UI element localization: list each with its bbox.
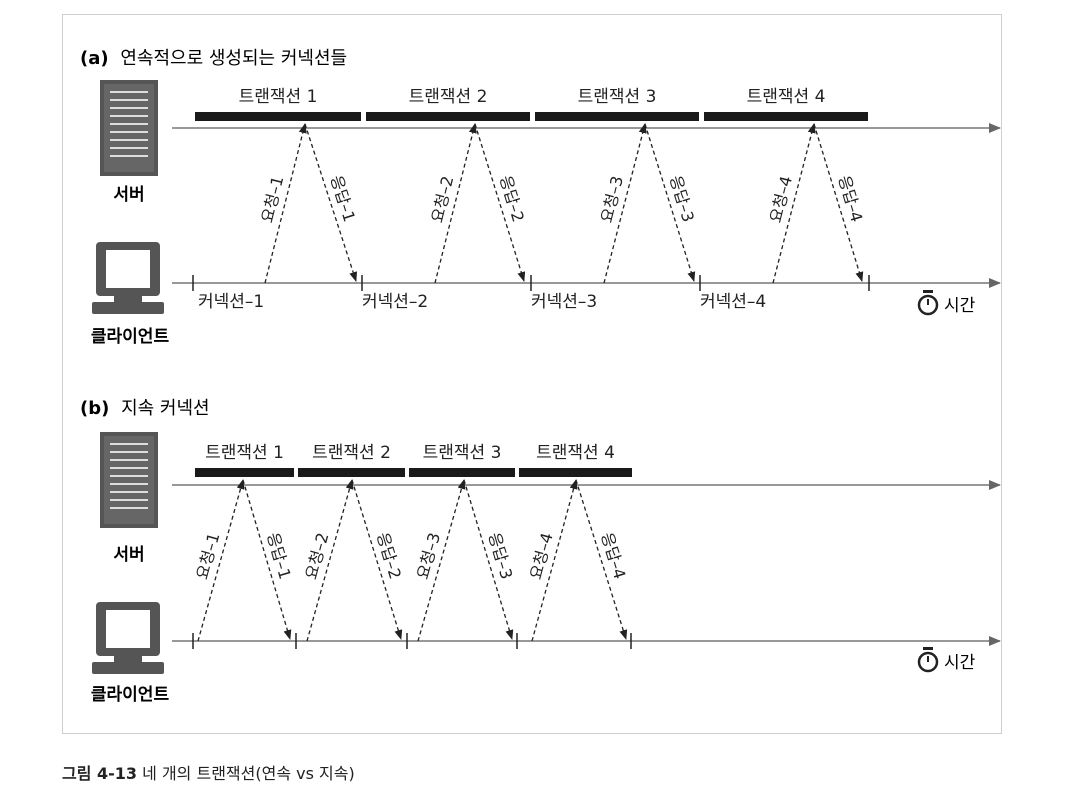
client-label-a: 클라이언트 — [91, 327, 170, 347]
request-arrow — [434, 123, 477, 284]
request-label: 요청–4 — [526, 531, 557, 582]
svg-text:(a) 연속적으로 생성되는 커넥션들: (a) 연속적으로 생성되는 커넥션들 — [80, 48, 347, 69]
response-label: 응답–4 — [835, 173, 867, 224]
client-icon — [92, 602, 164, 674]
transaction-label: 트랜잭션 1 — [239, 87, 318, 107]
response-label: 응답–2 — [373, 530, 405, 581]
request-label: 요청–2 — [301, 531, 332, 582]
part-a-title-prefix: (a) — [80, 48, 109, 69]
transaction-label: 트랜잭션 2 — [409, 87, 488, 107]
request-label: 요청–2 — [427, 174, 457, 225]
transaction-bar — [195, 112, 361, 121]
request-arrow — [603, 123, 647, 284]
caption-label: 그림 4-13 — [62, 764, 138, 783]
transaction-bar — [195, 468, 294, 477]
response-label: 응답–4 — [597, 530, 629, 581]
figure-frame — [62, 14, 1002, 734]
request-label: 요청–1 — [257, 174, 287, 225]
time-label-b: 시간 — [944, 653, 976, 673]
part-b: (b) 지속 커넥션 서버 클라이언트 — [80, 398, 1001, 705]
response-arrow — [813, 123, 864, 282]
server-label-b: 서버 — [113, 545, 144, 565]
request-arrow — [772, 123, 816, 284]
transaction-bar — [519, 468, 632, 477]
request-label: 요청–3 — [413, 530, 444, 581]
response-label: 응답–1 — [327, 173, 359, 224]
transaction-bar — [409, 468, 515, 477]
transaction-label: 트랜잭션 4 — [536, 443, 615, 463]
response-label: 응답–3 — [485, 530, 517, 581]
connection-label: 커넥션–2 — [362, 292, 428, 312]
response-label: 응답–2 — [496, 173, 528, 224]
connection-label: 커넥션–3 — [531, 292, 597, 312]
part-a-title: 연속적으로 생성되는 커넥션들 — [120, 48, 347, 69]
part-b-title-prefix: (b) — [80, 398, 109, 419]
client-label-b: 클라이언트 — [91, 685, 170, 705]
part-a: (a) 연속적으로 생성되는 커넥션들 서버 클라이언트 — [80, 48, 1001, 347]
transaction-label: 트랜잭션 1 — [205, 443, 284, 463]
part-b-title: 지속 커넥션 — [121, 398, 210, 419]
caption-text: 네 개의 트랜잭션(연속 vs 지속) — [142, 764, 355, 783]
transaction-bar — [298, 468, 405, 477]
request-label: 요청–3 — [597, 174, 627, 225]
transaction-label: 트랜잭션 3 — [578, 87, 657, 107]
svg-text:(b) 지속 커넥션: (b) 지속 커넥션 — [80, 398, 210, 419]
transaction-label: 트랜잭션 4 — [747, 87, 826, 107]
server-icon — [100, 80, 158, 176]
time-label-a: 시간 — [944, 296, 976, 316]
transaction-label: 트랜잭션 3 — [423, 443, 502, 463]
connection-label: 커넥션–4 — [700, 292, 766, 312]
response-label: 응답–1 — [263, 530, 294, 581]
request-label: 요청–1 — [192, 531, 223, 582]
request-label: 요청–4 — [766, 174, 796, 225]
client-icon — [92, 242, 164, 314]
request-arrow — [264, 123, 307, 284]
server-icon — [100, 432, 158, 528]
server-label-a: 서버 — [113, 185, 144, 205]
stopwatch-icon — [917, 647, 939, 673]
transaction-bar — [704, 112, 868, 121]
stopwatch-icon — [917, 290, 939, 316]
transaction-bar — [366, 112, 530, 121]
connection-label: 커넥션–1 — [198, 292, 264, 312]
transaction-label: 트랜잭션 2 — [312, 443, 391, 463]
response-label: 응답–3 — [666, 173, 698, 224]
figure-caption: 그림 4-13 네 개의 트랜잭션(연속 vs 지속) — [62, 760, 355, 784]
transaction-bar — [535, 112, 699, 121]
